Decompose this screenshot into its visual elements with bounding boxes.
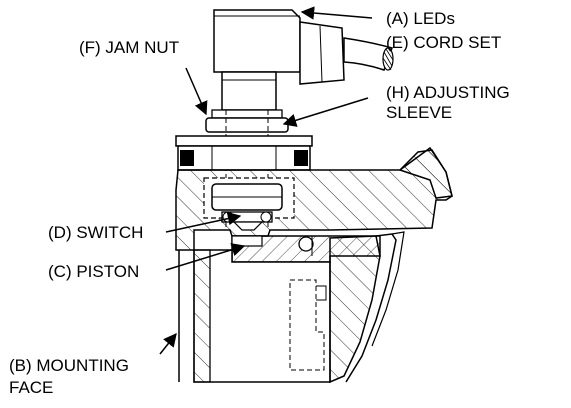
label-piston: (C) PISTON — [48, 262, 140, 281]
switch-leader — [165, 211, 242, 233]
label-mounting-face-line1: (B) MOUNTING — [9, 356, 129, 375]
jam-nut-leader — [185, 67, 208, 116]
led-housing — [213, 9, 345, 85]
label-adjusting-sleeve-line1: (H) ADJUSTING — [386, 83, 510, 102]
adjusting-sleeve-leader — [282, 97, 369, 127]
leader-arrows — [159, 6, 373, 355]
label-cord-set: (E) CORD SET — [386, 33, 502, 52]
label-jam-nut: (F) JAM NUT — [79, 38, 180, 57]
label-adjusting-sleeve-line2: SLEEVE — [386, 103, 453, 122]
cord-set — [343, 37, 394, 71]
sensor-neck — [221, 71, 277, 111]
lower-housing — [193, 231, 405, 384]
mounting-face-leader — [159, 332, 177, 355]
piston-leader — [165, 243, 246, 271]
label-mounting-face-line2: FACE — [9, 378, 54, 397]
label-leds: (A) LEDs — [386, 9, 455, 28]
leds-leader — [300, 6, 373, 20]
label-switch: (D) SWITCH — [48, 223, 144, 242]
jam-nut — [175, 135, 313, 171]
